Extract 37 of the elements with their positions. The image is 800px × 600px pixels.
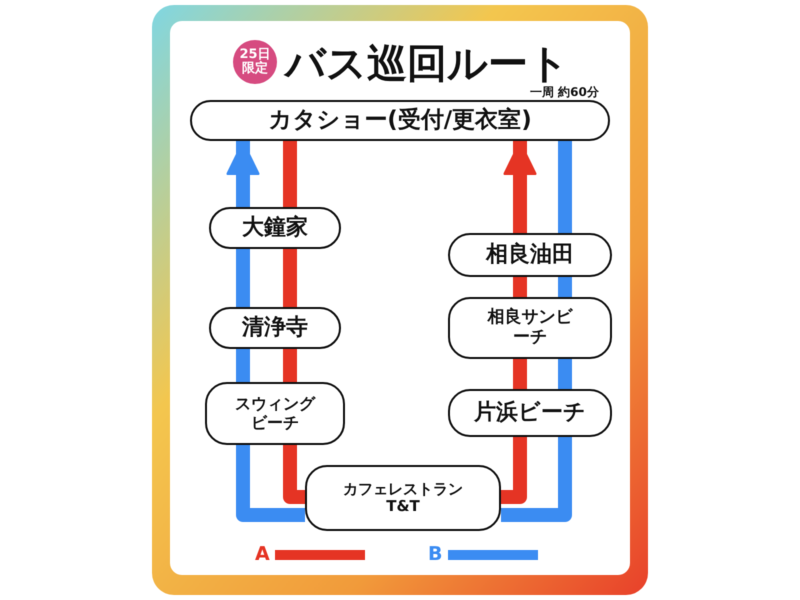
bus-stop-box (209, 307, 341, 349)
route-line (283, 249, 297, 307)
stop-name: スウィングビーチ (234, 395, 316, 432)
route-line (283, 445, 305, 504)
route-line (283, 349, 297, 382)
route-line (236, 349, 250, 382)
route-line (236, 445, 305, 522)
stop-name: 相良サンビーチ (486, 308, 574, 348)
duration-note: 一周 約60分 (530, 84, 599, 101)
route-line (513, 277, 527, 297)
stop-name: 大鐘家 (242, 215, 308, 241)
stop-name: カフェレストランT&T (342, 480, 464, 516)
legend-key: A (255, 543, 270, 565)
terminal-box (190, 100, 610, 141)
stop-name: カタショー(受付/更衣室) (268, 107, 532, 134)
stop-name: 片浜ビーチ (474, 400, 586, 426)
bus-stop-box (205, 382, 345, 445)
bus-stop-box (305, 465, 501, 531)
stop-name: 相良油田 (486, 242, 574, 268)
route-line (236, 249, 250, 307)
stop-name: 清浄寺 (242, 315, 308, 341)
route-line (558, 277, 572, 297)
route-line (513, 359, 527, 389)
route-line (558, 359, 572, 389)
route-line (501, 437, 572, 522)
route-line (501, 437, 527, 504)
title: バス巡回ルート (285, 40, 569, 87)
route-line (504, 141, 536, 233)
bus-stop-box (448, 233, 612, 277)
bus-stop-box (448, 389, 612, 437)
legend-key: B (428, 543, 442, 565)
route-line (283, 141, 297, 207)
bus-stop-box (448, 297, 612, 359)
badge-text: 25日限定 (239, 48, 271, 76)
bus-stop-box (209, 207, 341, 249)
route-line (226, 141, 260, 207)
route-line (558, 141, 572, 233)
